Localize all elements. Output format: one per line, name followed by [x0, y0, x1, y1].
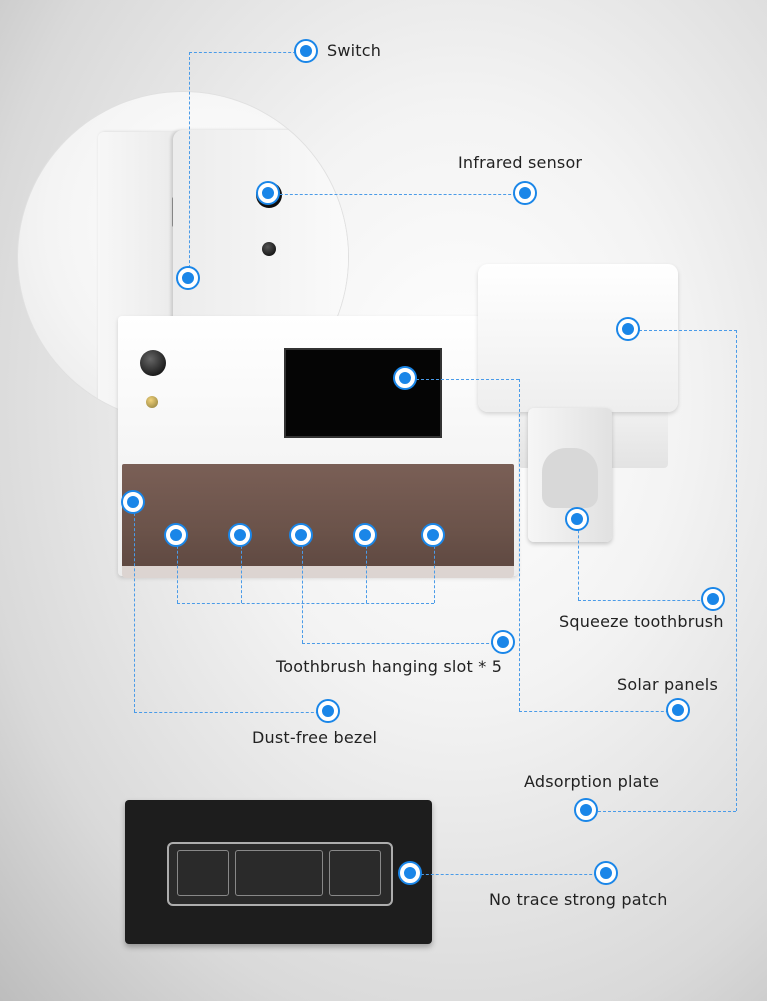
slot-point-marker — [355, 525, 375, 545]
solar-leader — [519, 711, 679, 712]
label-toothbrush-hanging-slot: Toothbrush hanging slot * 5 — [276, 657, 503, 676]
solar-point-marker — [395, 368, 415, 388]
label-switch: Switch — [327, 41, 382, 60]
slot-leader — [177, 536, 178, 603]
solar-leader — [519, 379, 520, 711]
solar-leader — [406, 379, 519, 380]
squeeze-point-marker — [567, 509, 587, 529]
switch-marker — [296, 41, 316, 61]
slot-marker — [493, 632, 513, 652]
slot-leader — [241, 536, 242, 603]
label-adsorption-plate: Adsorption plate — [524, 772, 660, 791]
infrared-point-marker — [258, 183, 278, 203]
indicator-led — [146, 396, 158, 408]
label-squeeze-toothbrush: Squeeze toothbrush — [559, 612, 724, 631]
slot-leader — [302, 643, 504, 644]
dispenser-housing — [478, 264, 678, 412]
bezel-point-marker — [123, 492, 143, 512]
slot-point-marker — [423, 525, 443, 545]
adsorption-leader — [588, 811, 736, 812]
nozzle-cutout — [542, 448, 598, 508]
squeeze-marker — [703, 589, 723, 609]
patch-clip — [167, 842, 393, 906]
clip-segment — [235, 850, 323, 896]
slot-leader — [366, 536, 367, 603]
label-dust-free-bezel: Dust-free bezel — [252, 728, 378, 747]
squeeze-leader — [578, 600, 715, 601]
label-no-trace-strong-patch: No trace strong patch — [489, 890, 668, 909]
bezel-marker — [318, 701, 338, 721]
label-infrared-sensor: Infrared sensor — [458, 153, 583, 172]
adsorption-leader — [629, 330, 737, 331]
small-lens — [262, 242, 276, 256]
bezel-leader — [134, 503, 135, 712]
clip-segment — [177, 850, 229, 896]
adhesive-patch — [125, 800, 432, 944]
slot-leader — [434, 536, 435, 603]
solar-marker — [668, 700, 688, 720]
bezel-cover — [122, 464, 514, 574]
infrared-marker — [515, 183, 535, 203]
sensor-lens — [140, 350, 166, 376]
adsorption-leader — [736, 330, 737, 811]
slot-point-marker — [291, 525, 311, 545]
infrared-leader — [270, 194, 526, 195]
switch-leader — [189, 52, 190, 278]
slot-leader — [177, 603, 434, 604]
solar-panel — [284, 348, 442, 438]
patch-point-marker — [400, 863, 420, 883]
squeeze-leader — [578, 520, 579, 600]
slot-leader — [302, 536, 303, 643]
patch-marker — [596, 863, 616, 883]
slot-point-marker — [166, 525, 186, 545]
slot-point-marker — [230, 525, 250, 545]
switch-leader — [189, 52, 306, 53]
bezel-leader — [134, 712, 329, 713]
patch-leader — [411, 874, 607, 875]
adsorption-marker — [576, 800, 596, 820]
label-solar-panels: Solar panels — [617, 675, 718, 694]
bezel-foot — [122, 566, 514, 578]
adsorption-point-marker — [618, 319, 638, 339]
switch-point-marker — [178, 268, 198, 288]
clip-segment — [329, 850, 381, 896]
